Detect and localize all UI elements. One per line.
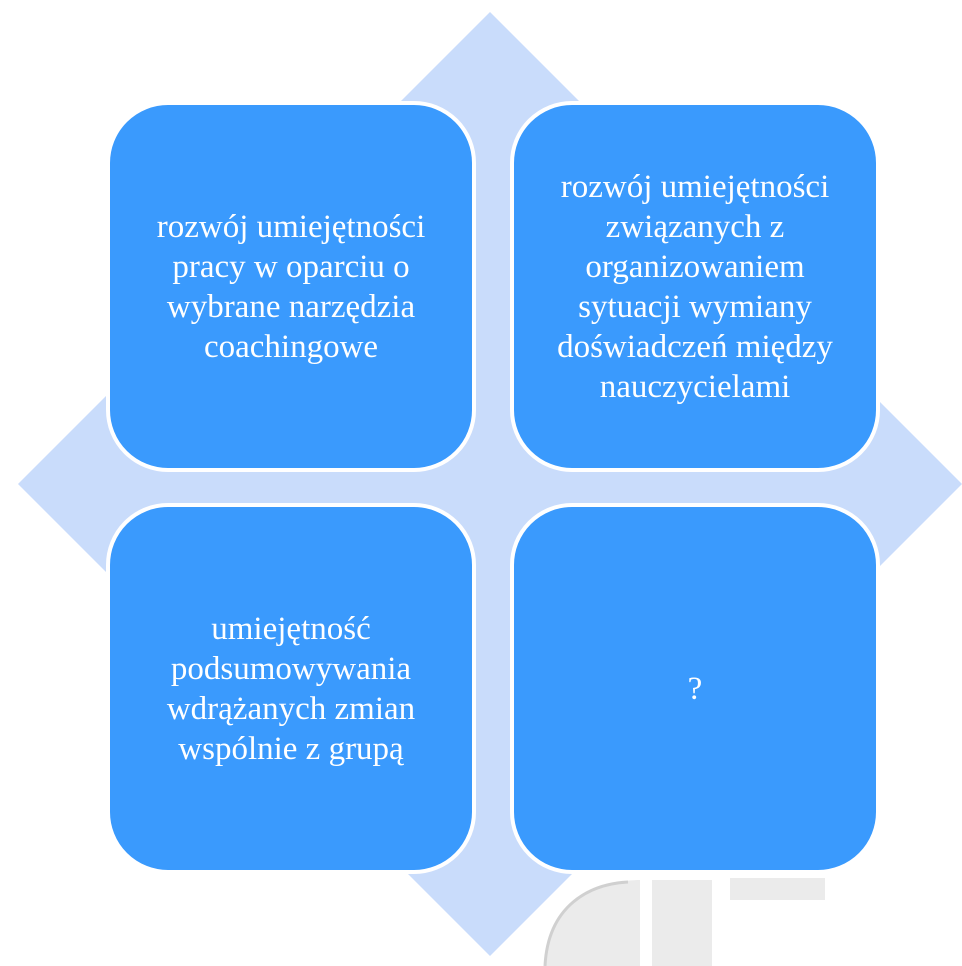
card-top-right: rozwój umiejętności związanych z organiz… (510, 101, 880, 472)
card-bottom-left: umiejętność podsumowywania wdrążanych zm… (106, 503, 476, 874)
card-top-right-text: rozwój umiejętności związanych z organiz… (557, 168, 833, 405)
card-top-left-text: rozwój umiejętności pracy w oparciu o wy… (156, 208, 426, 365)
card-bottom-left-text: umiejętność podsumowywania wdrążanych zm… (166, 610, 416, 767)
card-bottom-right-text: ? (687, 670, 703, 707)
card-bottom-right: ? (510, 503, 880, 874)
card-top-left: rozwój umiejętności pracy w oparciu o wy… (106, 101, 476, 472)
